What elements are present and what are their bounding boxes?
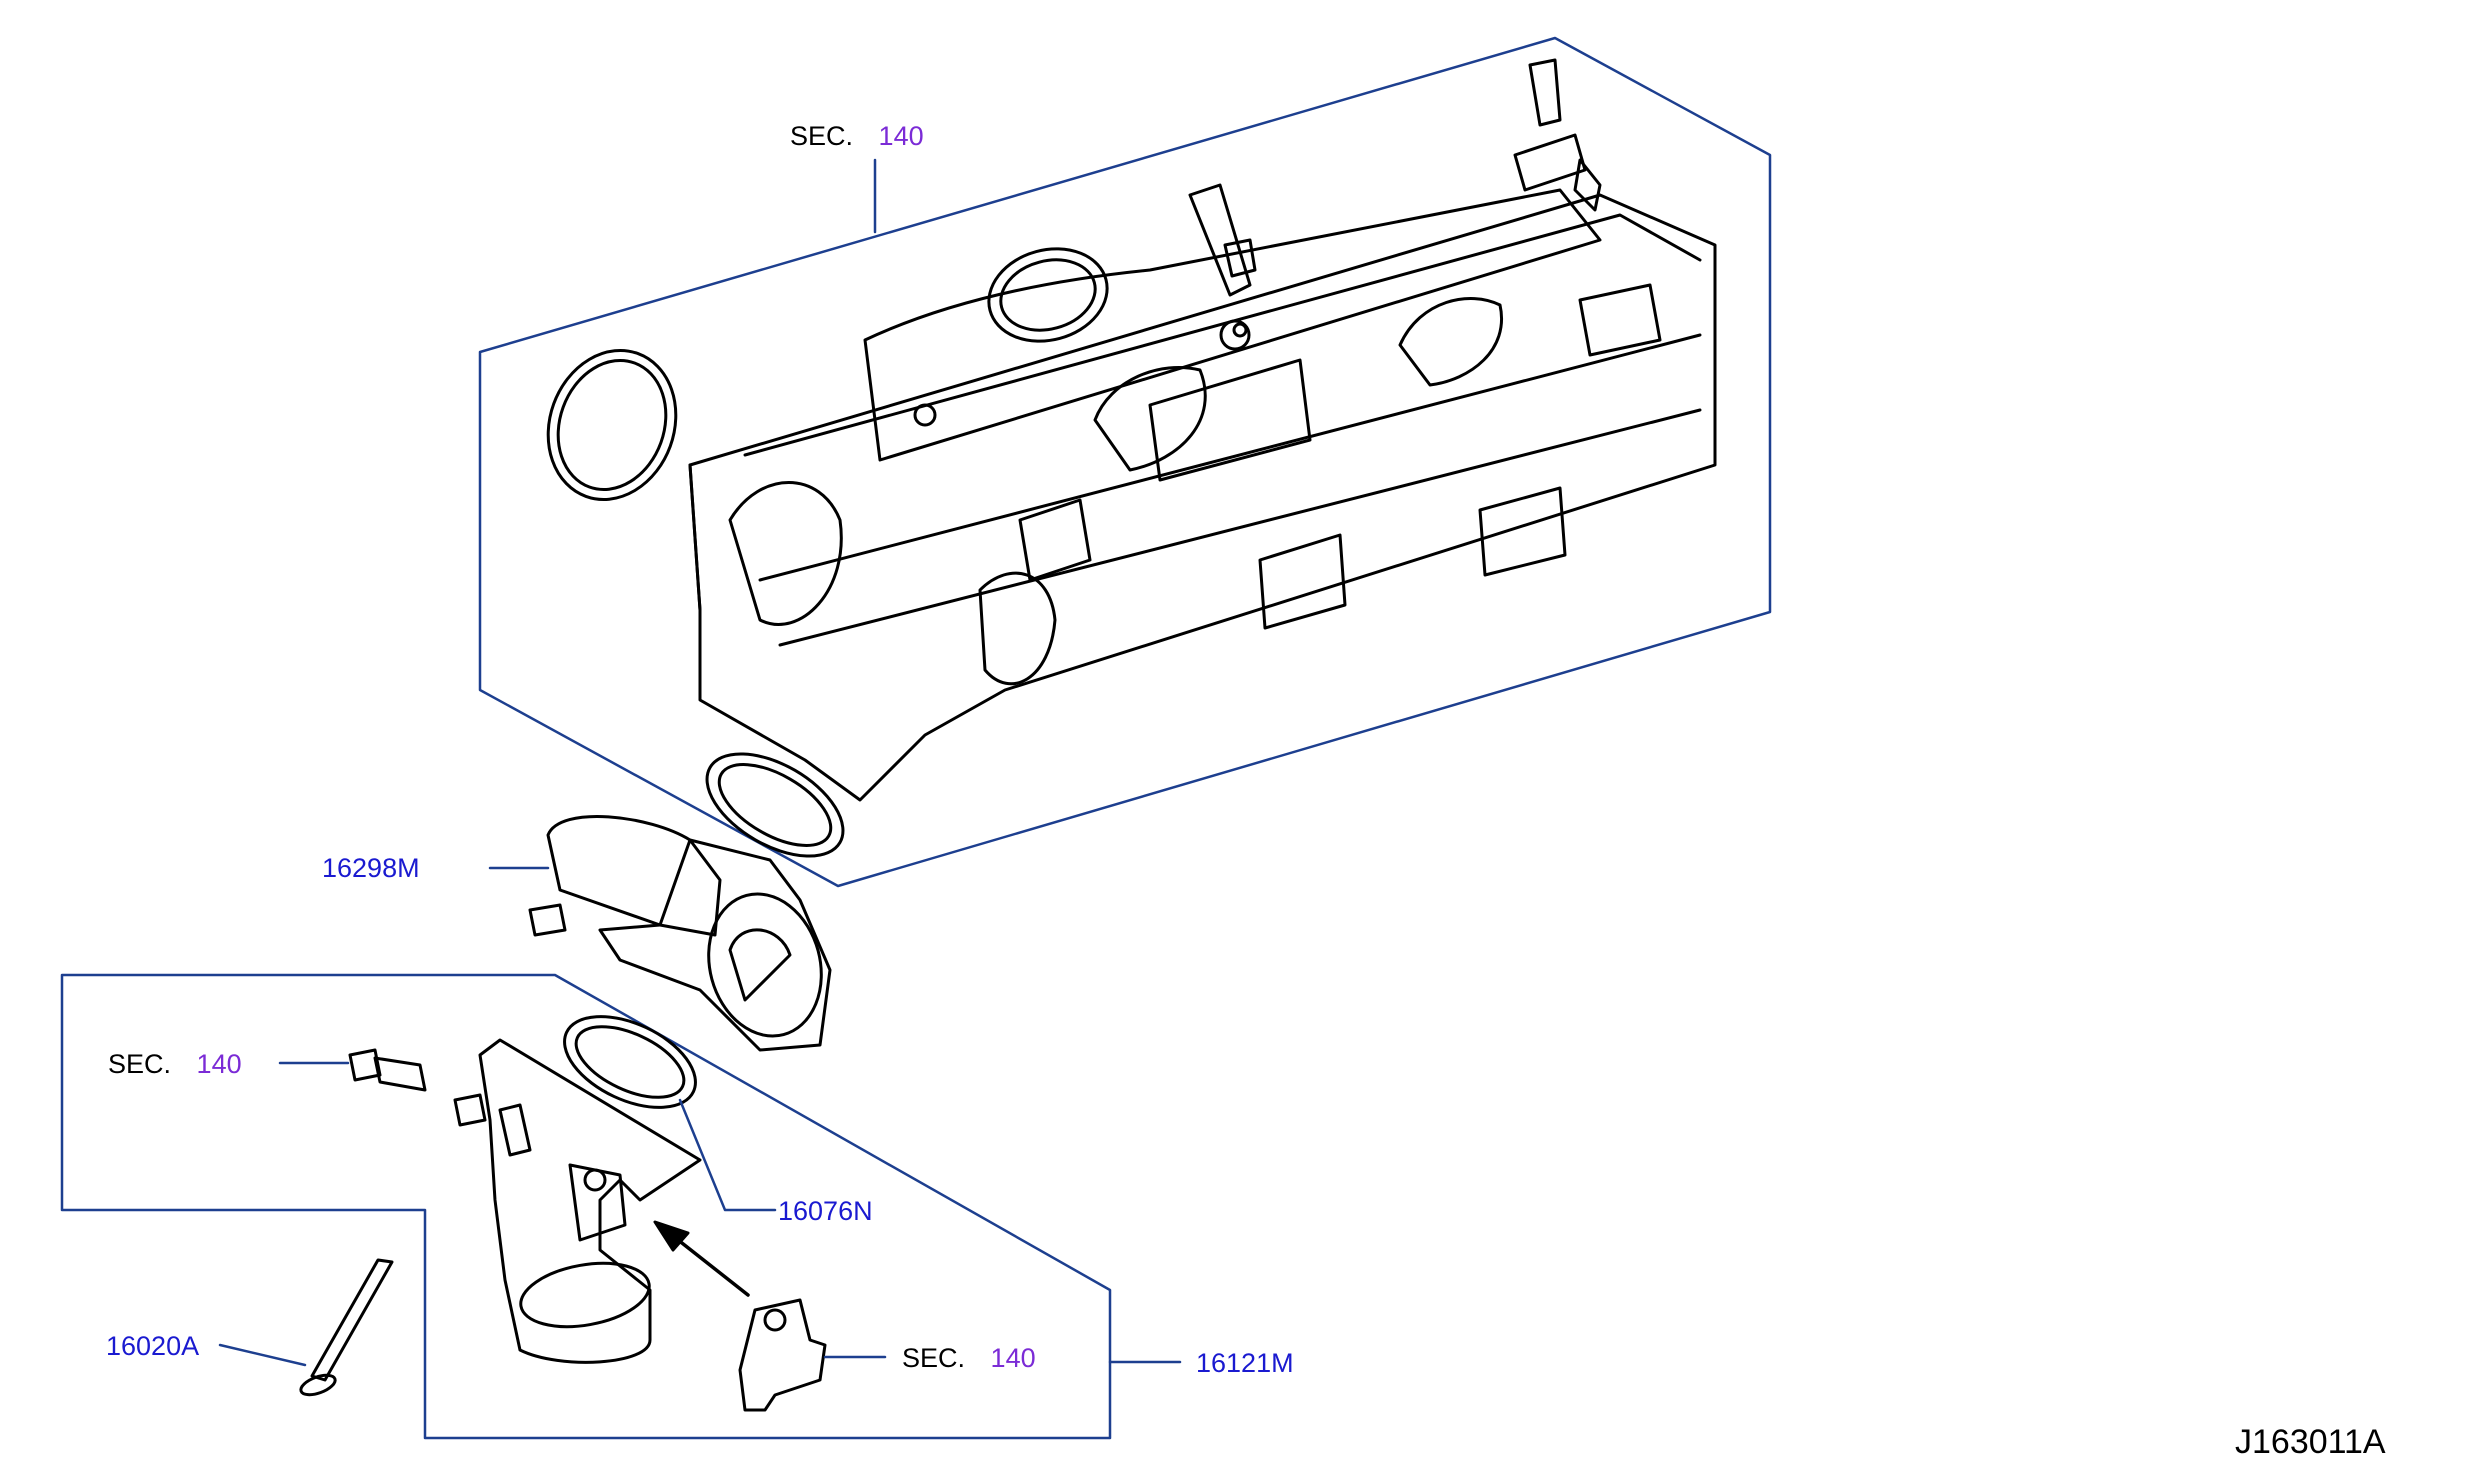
throttle-gasket-16076N-inner [574,1025,686,1099]
leader-16076N [678,1098,777,1212]
manifold-group-frame [478,36,1772,888]
sec-140-left-label[interactable]: SEC. 140 [108,1048,242,1080]
manifold-ring-gasket-inner [556,358,668,492]
sec-prefix: SEC. [790,121,854,151]
diagram-code: J163011A [2235,1423,2386,1461]
throttle-seal-ring [705,752,845,858]
bolt-16020A [218,1258,394,1397]
pressure-sensor [1513,58,1602,212]
temperature-sensor [1188,183,1257,297]
intake-manifold [688,188,1717,802]
sec-number: 140 [196,1049,242,1079]
sec-number: 140 [990,1343,1036,1373]
sec-number: 140 [878,121,924,151]
manifold-ring-gasket [546,349,678,501]
manifold-oval-gasket [987,247,1109,343]
part-label-16020A[interactable]: 16020A [106,1331,200,1361]
sec-140-bottom-label[interactable]: SEC. 140 [902,1342,1036,1374]
throttle-chamber [488,815,832,1052]
intake-air-duct [478,1038,702,1364]
part-label-16076N[interactable]: 16076N [778,1196,873,1226]
bottom-sensor [738,1298,887,1412]
manifold-oval-gasket-inner [999,258,1097,332]
sec-prefix: SEC. [108,1049,172,1079]
part-label-16121M[interactable]: 16121M [1196,1348,1294,1378]
sec-prefix: SEC. [902,1343,966,1373]
part-label-16298M[interactable]: 16298M [322,853,420,883]
throttle-seal-ring-inner [717,763,833,847]
install-arrow-head [653,1220,690,1252]
throttle-gasket-16076N [563,1015,697,1109]
lower-left-sensor [278,1048,487,1127]
sec-140-top-label[interactable]: SEC. 140 [790,120,924,152]
